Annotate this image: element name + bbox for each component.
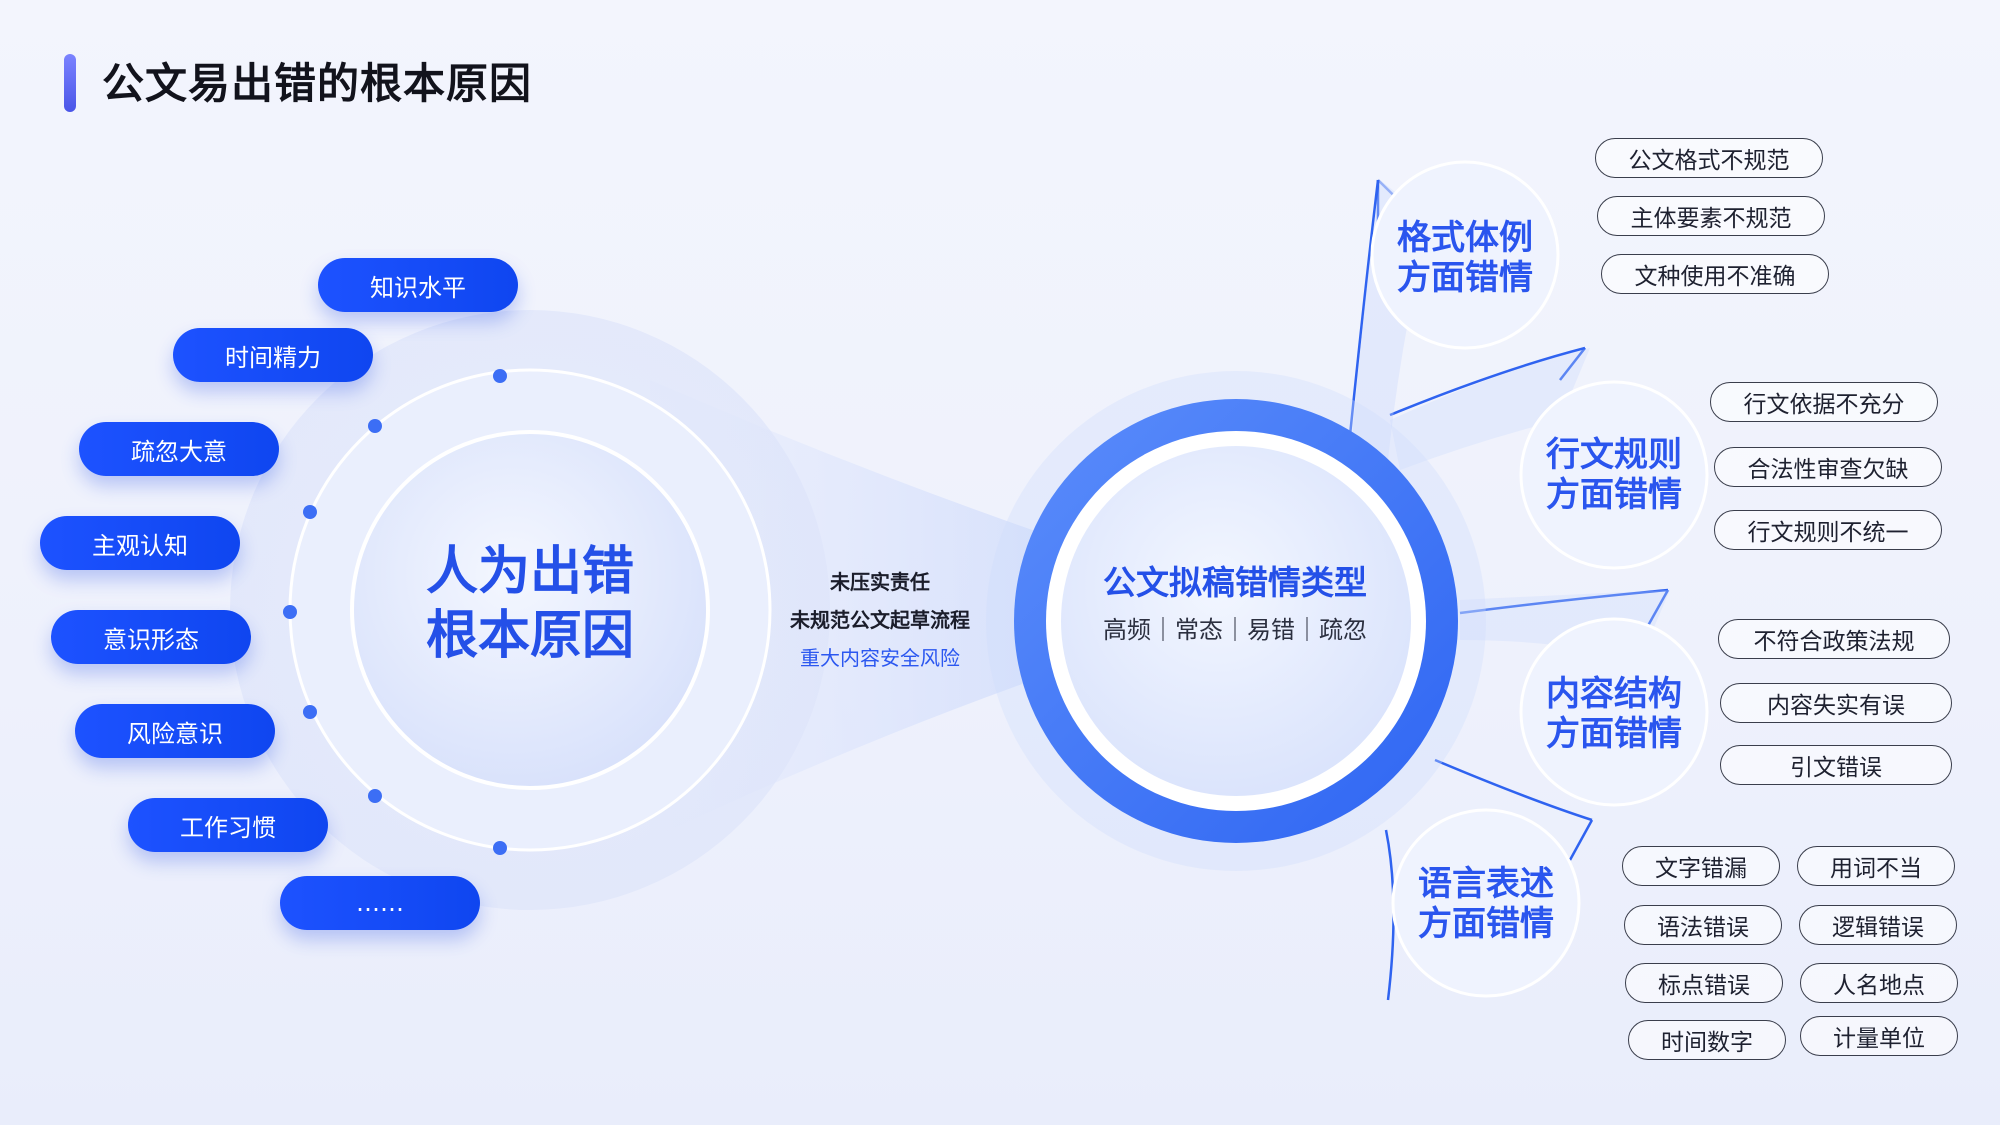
tag: 文种使用不准确: [1601, 254, 1829, 294]
tag: 用词不当: [1797, 846, 1955, 886]
tag: 合法性审查欠缺: [1714, 447, 1942, 487]
ring-dot: [283, 605, 297, 619]
ring-dot: [303, 505, 317, 519]
factor-pill: 意识形态: [51, 610, 251, 664]
ring-dot: [493, 369, 507, 383]
tag: 行文规则不统一: [1714, 510, 1942, 550]
category-bubble: [1519, 617, 1709, 807]
tag: 行文依据不充分: [1710, 382, 1938, 422]
tag: 公文格式不规范: [1595, 138, 1823, 178]
flow-text-highlight: 重大内容安全风险: [800, 646, 960, 670]
category-bubble: [1391, 808, 1581, 998]
factor-pill: 知识水平: [318, 258, 518, 312]
left-core-line: 人为出错: [425, 542, 634, 602]
tag: 时间数字: [1628, 1020, 1786, 1060]
factor-pill: 风险意识: [75, 704, 275, 758]
factor-pill: 工作习惯: [128, 798, 328, 852]
left-core-line: 根本原因: [425, 606, 634, 666]
ring-dot: [368, 419, 382, 433]
factor-pill: 疏忽大意: [79, 422, 279, 476]
left-core-circle: [350, 430, 710, 790]
tag: 人名地点: [1800, 963, 1958, 1003]
hub-core-circle: [1061, 446, 1411, 796]
tag: 内容失实有误: [1720, 683, 1952, 723]
flow-text: 未规范公文起草流程: [790, 608, 970, 632]
tag: 语法错误: [1624, 905, 1782, 945]
tag: 文字错漏: [1622, 846, 1780, 886]
left-core-label: 人为出错 根本原因: [360, 540, 700, 668]
page-title: 公文易出错的根本原因: [102, 59, 533, 108]
ring-dot: [368, 789, 382, 803]
tag: 不符合政策法规: [1718, 619, 1950, 659]
category-bubble: [1519, 380, 1709, 570]
ring-dot: [303, 705, 317, 719]
hub-subtitle: 高频｜常态｜易错｜疏忽: [1103, 616, 1367, 644]
tag: 逻辑错误: [1799, 905, 1957, 945]
category-label-language: 语言表述方面错情: [1418, 864, 1554, 944]
flow-text: 未压实责任: [830, 570, 930, 594]
tag: 计量单位: [1800, 1016, 1958, 1056]
category-label-rules: 行文规则方面错情: [1546, 435, 1682, 515]
factor-pill: 时间精力: [173, 328, 373, 382]
title-accent-bar: [64, 54, 76, 112]
category-label-format: 格式体例方面错情: [1397, 218, 1533, 298]
factor-pill: ……: [280, 876, 480, 930]
ring-dot: [493, 841, 507, 855]
category-bubble: [1370, 160, 1560, 350]
category-label-content: 内容结构方面错情: [1546, 674, 1682, 754]
tag: 标点错误: [1625, 963, 1783, 1003]
tag: 主体要素不规范: [1597, 196, 1825, 236]
hub-title: 公文拟稿错情类型: [1103, 563, 1367, 602]
tag: 引文错误: [1720, 745, 1952, 785]
factor-pill: 主观认知: [40, 516, 240, 570]
